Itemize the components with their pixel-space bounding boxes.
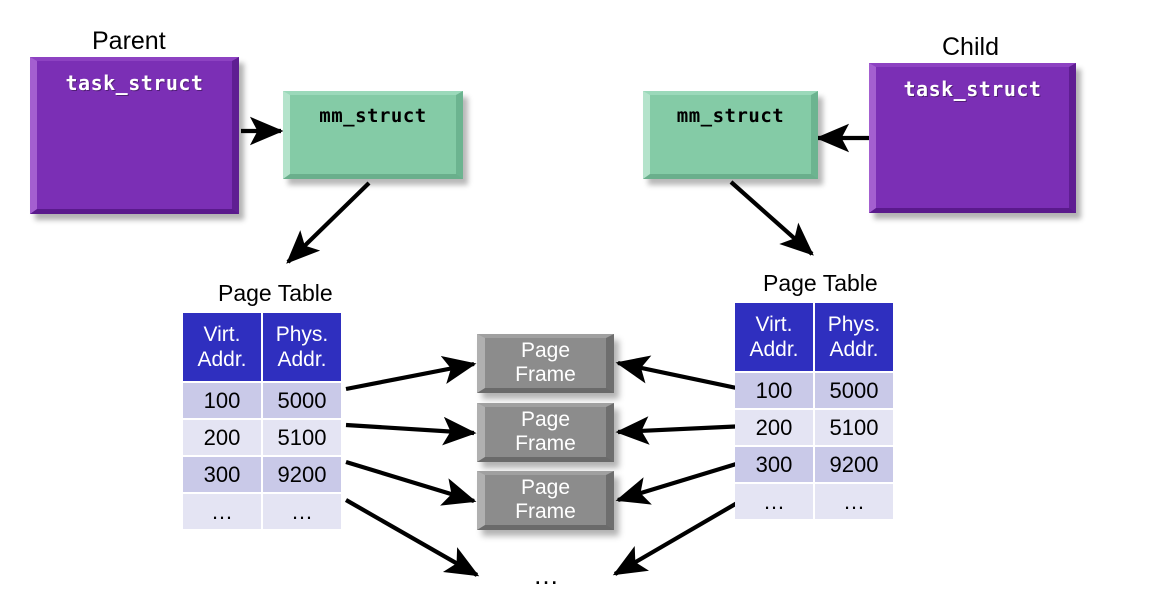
page-frame-label-3: Page Frame (485, 476, 606, 524)
cell-phys-addr: 5100 (815, 410, 893, 445)
arrow-child-mm-to-page-table (729, 180, 814, 256)
cell-phys-addr: 5000 (263, 383, 341, 418)
parent-mm-struct-box[interactable]: mm_struct (283, 91, 463, 179)
cell-virt-addr: 100 (183, 383, 261, 418)
column-header-virt-addr: Virt. Addr. (735, 303, 813, 371)
cell-phys-addr: 9200 (815, 447, 893, 482)
cell-virt-addr: 200 (735, 410, 813, 445)
page-frame-line1: Page (520, 339, 571, 362)
column-header-line2: Addr. (277, 348, 327, 371)
parent-task-struct-label: task_struct (65, 71, 204, 95)
table-row[interactable]: 200 5100 (735, 410, 893, 445)
page-frame-box-3[interactable]: Page Frame (477, 471, 614, 530)
arrow-right-row1-to-frame1 (615, 355, 747, 393)
column-header-line1: Virt. (203, 323, 241, 346)
child-mm-struct-box[interactable]: mm_struct (643, 91, 818, 179)
child-mm-struct-label: mm_struct (676, 105, 785, 127)
cell-phys-addr: 5000 (815, 373, 893, 408)
cell-phys-addr: … (815, 484, 893, 519)
table-row[interactable]: 300 9200 (183, 457, 341, 492)
page-frame-label-2: Page Frame (485, 408, 606, 456)
table-row[interactable]: 100 5000 (183, 383, 341, 418)
page-frame-line2: Frame (515, 500, 576, 523)
arrow-left-row4-to-ellipsis (344, 498, 480, 577)
cell-phys-addr: 5100 (263, 420, 341, 455)
page-table-caption-right: Page Table (763, 270, 878, 296)
arrow-left-row2-to-frame2 (345, 416, 477, 446)
table-header-row: Virt. Addr. Phys. Addr. (183, 313, 341, 381)
page-frame-line1: Page (520, 476, 571, 499)
table-row[interactable]: … … (183, 494, 341, 529)
cell-virt-addr: 200 (183, 420, 261, 455)
column-header-line2: Addr. (829, 338, 879, 361)
parent-task-struct-box[interactable]: task_struct (30, 57, 239, 214)
arrow-left-row1-to-frame1 (345, 355, 477, 392)
arrow-right-row4-to-ellipsis (612, 497, 746, 576)
page-frame-box-1[interactable]: Page Frame (477, 334, 614, 393)
cell-virt-addr: … (183, 494, 261, 529)
cell-virt-addr: 100 (735, 373, 813, 408)
parent-label: Parent (92, 27, 166, 55)
table-row[interactable]: 100 5000 (735, 373, 893, 408)
page-frame-ellipsis: … (533, 560, 559, 590)
page-table-left: Virt. Addr. Phys. Addr. 100 5000 200 510… (181, 311, 343, 531)
page-frame-label-1: Page Frame (485, 339, 606, 387)
arrow-left-row3-to-frame3 (345, 459, 477, 506)
page-frame-line1: Page (520, 408, 571, 431)
page-table-right: Virt. Addr. Phys. Addr. 100 5000 200 510… (733, 301, 895, 521)
column-header-phys-addr: Phys. Addr. (263, 313, 341, 381)
page-table-caption-left: Page Table (218, 280, 333, 306)
child-label: Child (942, 33, 999, 61)
column-header-line1: Phys. (275, 323, 329, 346)
column-header-line1: Phys. (827, 313, 881, 336)
column-header-line2: Addr. (197, 348, 247, 371)
page-frame-line2: Frame (515, 363, 576, 386)
table-row[interactable]: 200 5100 (183, 420, 341, 455)
arrow-right-row2-to-frame2 (615, 416, 747, 445)
table-row[interactable]: … … (735, 484, 893, 519)
parent-mm-struct-label: mm_struct (319, 105, 427, 127)
table-row[interactable]: 300 9200 (735, 447, 893, 482)
cell-phys-addr: 9200 (263, 457, 341, 492)
cell-virt-addr: 300 (183, 457, 261, 492)
column-header-phys-addr: Phys. Addr. (815, 303, 893, 371)
table-header-row: Virt. Addr. Phys. Addr. (735, 303, 893, 371)
column-header-line2: Addr. (749, 338, 799, 361)
column-header-line1: Virt. (755, 313, 793, 336)
page-frame-box-2[interactable]: Page Frame (477, 403, 614, 462)
cell-virt-addr: … (735, 484, 813, 519)
cell-phys-addr: … (263, 494, 341, 529)
child-task-struct-label: task_struct (903, 77, 1042, 101)
column-header-virt-addr: Virt. Addr. (183, 313, 261, 381)
cell-virt-addr: 300 (735, 447, 813, 482)
arrow-right-row3-to-frame3 (615, 458, 747, 505)
child-task-struct-box[interactable]: task_struct (869, 63, 1076, 213)
arrow-parent-mm-to-page-table (286, 181, 371, 264)
page-frame-line2: Frame (515, 432, 576, 455)
